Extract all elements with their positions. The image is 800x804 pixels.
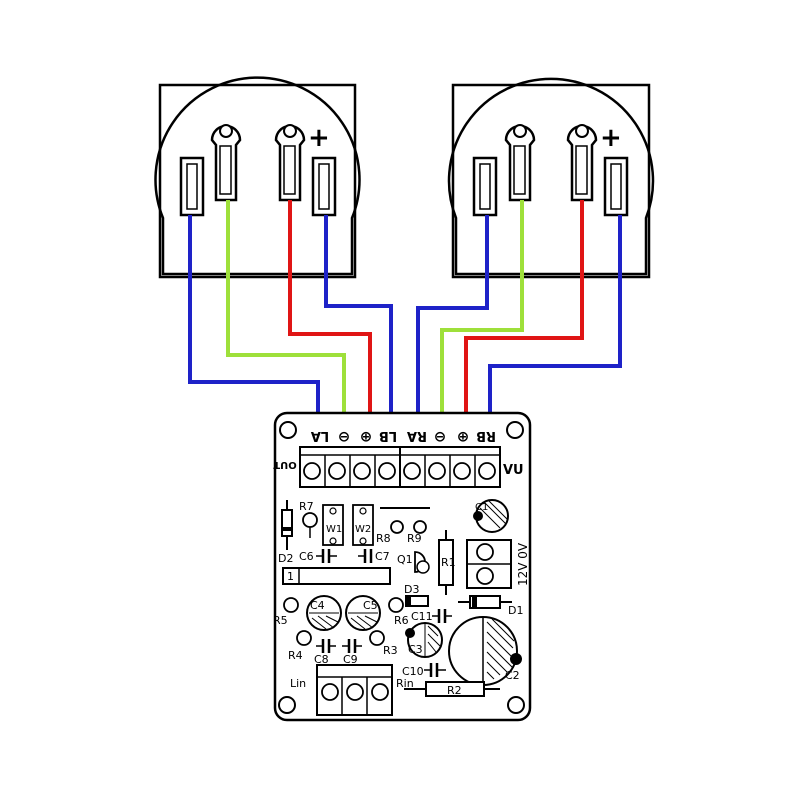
wire-left-green (226, 200, 346, 415)
label-c3: C3 (408, 643, 423, 656)
left-vu-meter: + (154, 76, 361, 279)
label-r9: R9 (407, 532, 422, 545)
label-d3: D3 (404, 583, 419, 596)
pcb-board: LA ⊖ ⊕ LB RA ⊖ ⊕ RB OUT VU D2 (273, 411, 532, 722)
top-pin-labels: LA ⊖ ⊕ LB RA ⊖ ⊕ RB (311, 428, 496, 446)
pin-label-lb: LB (379, 428, 397, 443)
label-q1: Q1 (397, 553, 413, 566)
label-c2: C2 (505, 669, 520, 682)
pin-label-rb: RB (476, 428, 496, 443)
pin-label-ra: RA (407, 428, 427, 443)
pin-label-neg-left: ⊖ (338, 428, 351, 446)
label-r5: R5 (273, 614, 288, 627)
pin-label-pos-left: ⊕ (360, 428, 373, 446)
left-meter-plus-label: + (308, 123, 330, 153)
vu-label: VU (503, 463, 524, 478)
pin-label-pos-right: ⊕ (457, 428, 470, 446)
label-r7: R7 (299, 500, 314, 513)
label-r3: R3 (383, 644, 398, 657)
power-label: 12V 0V (516, 542, 530, 586)
wire-left-red (288, 200, 372, 415)
rin-label: Rin (396, 677, 414, 690)
wire-left-blue (188, 215, 320, 415)
right-meter-plus-label: + (600, 123, 622, 153)
label-c4: C4 (310, 599, 325, 612)
label-r6: R6 (394, 614, 409, 627)
label-w2: W2 (355, 524, 371, 535)
out-label: OUT (273, 459, 297, 470)
label-d1: D1 (508, 604, 523, 617)
label-d2: D2 (278, 552, 293, 565)
wires (188, 200, 622, 415)
label-c5: C5 (363, 599, 378, 612)
label-c10: C10 (402, 665, 424, 678)
label-c6: C6 (299, 550, 314, 563)
right-vu-meter: + (447, 77, 655, 279)
pin-label-la: LA (311, 428, 329, 443)
label-r4: R4 (288, 649, 303, 662)
label-c11: C11 (411, 610, 433, 623)
wire-right-red (464, 200, 584, 415)
wire-right-green (440, 200, 524, 415)
wire-left-blue-2 (324, 215, 393, 415)
label-r2: R2 (447, 684, 462, 697)
label-c8: C8 (314, 653, 329, 666)
label-r1: R1 (441, 556, 456, 569)
lin-label: Lin (290, 677, 306, 690)
wire-right-blue-2 (488, 215, 622, 415)
label-w1: W1 (326, 524, 342, 535)
label-c7: C7 (375, 550, 390, 563)
pin-label-neg-right: ⊖ (434, 428, 447, 446)
wire-right-blue (416, 215, 489, 415)
marker-1: 1 (287, 570, 294, 583)
label-c9: C9 (343, 653, 358, 666)
label-r8: R8 (376, 532, 391, 545)
label-c1: C1 (475, 502, 488, 513)
